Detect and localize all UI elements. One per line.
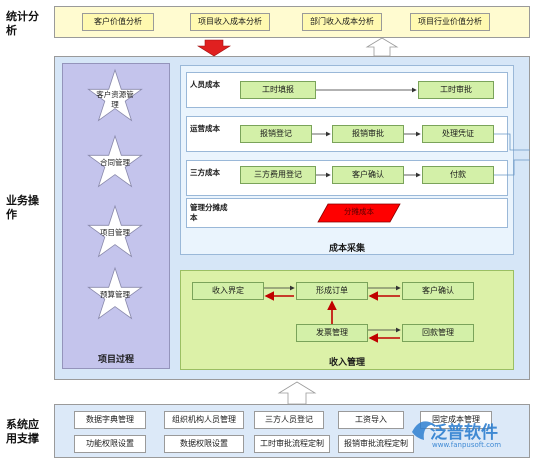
cost-row-label-operating: 运营成本 <box>190 124 220 133</box>
stats-item-project-revenue-cost[interactable]: 项目收入成本分析 <box>190 13 270 31</box>
support-org-personnel[interactable]: 组织机构人员管理 <box>164 411 244 429</box>
revenue-title: 收入管理 <box>328 358 365 368</box>
step-collection[interactable]: 回款管理 <box>402 324 474 342</box>
connector-right-2 <box>494 159 530 176</box>
step-customer-confirm-revenue[interactable]: 客户确认 <box>402 282 474 300</box>
section-label-business: 业务操作 <box>6 194 39 221</box>
star-label-contract: 合同管理 <box>100 158 130 167</box>
connector-right-1 <box>494 133 530 151</box>
watermark-brand: 泛普软件 <box>430 423 498 443</box>
step-third-party-register[interactable]: 三方费用登记 <box>240 166 316 184</box>
step-payment[interactable]: 付款 <box>422 166 494 184</box>
cost-row-label-third-party: 三方成本 <box>190 168 220 177</box>
step-time-entry[interactable]: 工时填报 <box>240 81 316 99</box>
step-invoice[interactable]: 发票管理 <box>296 324 368 342</box>
support-function-permission[interactable]: 功能权限设置 <box>74 435 146 453</box>
allocation-shape <box>317 203 401 223</box>
cost-row-label-allocation: 管理分摊成本 <box>190 203 228 222</box>
support-expense-approval-flow[interactable]: 报销审批流程定制 <box>338 435 414 453</box>
cost-row-label-personnel: 人员成本 <box>190 80 220 89</box>
step-expense-register[interactable]: 报销登记 <box>240 125 312 143</box>
arrow-up-stats <box>365 37 399 57</box>
step-time-approval[interactable]: 工时审批 <box>418 81 494 99</box>
arrow-up-support <box>277 381 317 405</box>
step-expense-approval[interactable]: 报销审批 <box>332 125 404 143</box>
star-shape-1 <box>87 68 143 122</box>
support-data-dictionary[interactable]: 数据字典管理 <box>74 411 146 429</box>
watermark-url: www.fanpusoft.com <box>432 441 502 449</box>
stats-item-customer-value[interactable]: 客户价值分析 <box>82 13 154 31</box>
section-label-support: 系统应用支撑 <box>6 418 39 445</box>
star-shape-4 <box>87 266 143 320</box>
support-data-permission[interactable]: 数据权限设置 <box>164 435 244 453</box>
support-salary-import[interactable]: 工资导入 <box>338 411 404 429</box>
project-process-title: 项目过程 <box>97 355 134 365</box>
star-shape-2 <box>87 134 143 188</box>
support-time-approval-flow[interactable]: 工时审批流程定制 <box>254 435 330 453</box>
star-label-project: 项目管理 <box>100 228 130 237</box>
support-fixed-cost[interactable]: 固定成本管理 <box>420 411 492 429</box>
step-customer-confirm-cost[interactable]: 客户确认 <box>332 166 404 184</box>
star-label-budget: 预算管理 <box>100 290 130 299</box>
step-form-order[interactable]: 形成订单 <box>296 282 368 300</box>
star-shape-3 <box>87 204 143 258</box>
watermark-logo-icon <box>412 421 434 440</box>
star-label-customer-resource: 客户资源管理 <box>96 90 134 109</box>
arrow-down-red <box>196 39 232 57</box>
step-revenue-define[interactable]: 收入界定 <box>192 282 264 300</box>
stats-item-dept-revenue-cost[interactable]: 部门收入成本分析 <box>302 13 382 31</box>
step-process-voucher[interactable]: 处理凭证 <box>422 125 494 143</box>
cost-collection-title: 成本采集 <box>328 244 365 254</box>
stats-item-industry-value[interactable]: 项目行业价值分析 <box>410 13 490 31</box>
allocation-label: 分摊成本 <box>344 207 374 216</box>
section-label-stats: 统计分析 <box>6 10 39 37</box>
support-third-party-register[interactable]: 三方人员登记 <box>254 411 324 429</box>
